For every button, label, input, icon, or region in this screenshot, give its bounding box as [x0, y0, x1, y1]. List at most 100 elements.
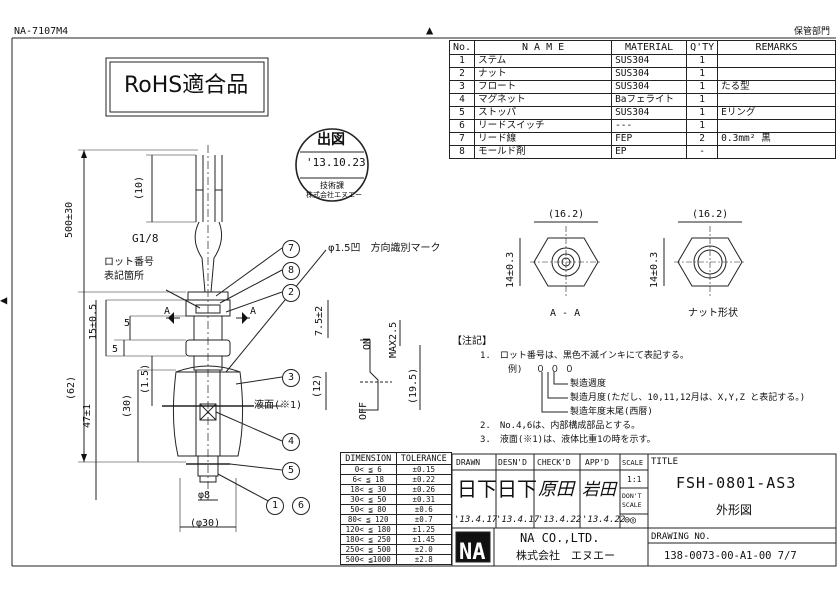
part-no: 2 — [448, 67, 476, 81]
dim-14-a: 14±0.3 — [505, 251, 516, 288]
tolerance-value: ±2.0 — [395, 544, 452, 555]
liquid-level-label: 液面(※1) — [254, 400, 303, 411]
part-qty: - — [686, 145, 719, 159]
tolerance-range: 50< ≦ 80 — [340, 504, 397, 515]
part-qty: 1 — [686, 106, 719, 120]
part-material: Baフェライト — [611, 93, 688, 107]
tb-company-jp: 株式会社 エヌエー — [516, 549, 615, 562]
part-material: EP — [611, 145, 688, 159]
tb-drawing-no-label: DRAWING NO. — [651, 532, 711, 542]
parts-table-header: No. N A M E MATERIAL Q'TY REMARKS — [448, 40, 836, 55]
tb-drawn-date: '13.4.17 — [454, 515, 498, 525]
department-label: 保管部門 — [794, 27, 831, 37]
col-material: MATERIAL — [611, 40, 688, 55]
tolerance-range: 180< ≦ 250 — [340, 534, 397, 545]
dim-62: (62) — [66, 375, 77, 400]
part-no: 4 — [448, 93, 476, 107]
tolerance-range: 120< ≦ 180 — [340, 524, 397, 535]
tb-checkd-label: CHECK'D — [537, 458, 571, 467]
thread-g18: G1/8 — [132, 232, 159, 245]
tb-checkd-name: 原田 — [538, 479, 574, 500]
note-3: 3. 液面(※1)は、液体比重1の時を示す。 — [480, 435, 656, 445]
lot-label-1: ロット番号 — [104, 257, 154, 268]
part-qty: 1 — [686, 67, 719, 81]
tolerance-row: 6< ≦ 18±0.22 — [340, 474, 452, 485]
dim-15: 15±0.5 — [88, 303, 99, 340]
tolerance-range: 250< ≦ 500 — [340, 544, 397, 555]
balloon-3: 2 — [282, 284, 300, 302]
balloon-2: 8 — [282, 262, 300, 280]
tolerance-value: ±1.45 — [395, 534, 452, 545]
part-qty: 1 — [686, 54, 719, 68]
lot-label-2: 表記箇所 — [104, 271, 144, 282]
note-1: 1. ロット番号は、黒色不滅インキにて表記する。 — [480, 351, 689, 361]
tolerance-range: 0< ≦ 6 — [340, 464, 397, 475]
part-no: 1 — [448, 54, 476, 68]
section-a-left: A — [164, 306, 171, 317]
balloon-1: 7 — [282, 240, 300, 258]
tolerance-row: 18< ≦ 30±0.26 — [340, 484, 452, 495]
part-material: SUS304 — [611, 106, 688, 120]
dim-14-b: 14±0.3 — [649, 251, 660, 288]
dim-30: (30) — [122, 393, 133, 418]
dim-16-2-b: (16.2) — [692, 209, 729, 220]
part-name: マグネット — [474, 93, 613, 107]
tb-drawing-no: 138-0073-00-A1-00 7/7 — [664, 550, 797, 562]
tb-scale-label: SCALE — [622, 459, 644, 467]
balloon-7: 1 — [266, 497, 284, 515]
tb-desnd-date: '13.4.17 — [496, 515, 540, 525]
stamp-line1: 技術課 — [320, 181, 344, 190]
part-remarks — [717, 93, 836, 107]
part-name: フロート — [474, 80, 613, 94]
switch-off: OFF — [358, 401, 369, 420]
part-name: ストッパ — [474, 106, 613, 120]
tb-part-title: 外形図 — [716, 503, 753, 517]
tolerance-row: 0< ≦ 6±0.15 — [340, 464, 452, 475]
rohs-label: RoHS適合品 — [124, 73, 249, 98]
tolerance-row: 80< ≦ 120±0.7 — [340, 514, 452, 525]
svg-text:NA: NA — [459, 540, 486, 565]
part-no: 5 — [448, 106, 476, 120]
top-center-marker: ▲ — [426, 23, 434, 37]
dim-12: (12) — [312, 373, 323, 398]
part-remarks: たる型 — [717, 80, 836, 94]
dim-1-5: (1.5) — [140, 363, 151, 394]
tb-appd-name: 岩田 — [582, 480, 616, 500]
balloon-6: 5 — [282, 462, 300, 480]
tb-scale-value: 1:1 — [627, 475, 642, 484]
tolerance-value: ±1.25 — [395, 524, 452, 535]
tb-drawn-label: DRAWN — [456, 458, 481, 467]
tb-appd-label: APP'D — [585, 458, 610, 467]
left-center-marker: ◀ — [0, 293, 8, 307]
tolerance-range: 500< ≦1000 — [340, 554, 397, 565]
part-remarks — [717, 67, 836, 81]
tb-desnd-label: DESN'D — [498, 458, 527, 467]
tolerance-row: 250< ≦ 500±2.0 — [340, 544, 452, 555]
tolerance-range: 18< ≦ 30 — [340, 484, 397, 495]
part-remarks: Eリング — [717, 106, 836, 120]
tb-dont-scale: DON'T SCALE — [622, 492, 642, 509]
part-remarks — [717, 54, 836, 68]
tolerance-value: ±0.26 — [395, 484, 452, 495]
doc-id: NA-7107M4 — [14, 26, 69, 37]
tolerance-value: ±0.7 — [395, 514, 452, 525]
dim-500: 500±30 — [64, 201, 75, 238]
note-example-3: 製造年度末尾(西暦) — [570, 407, 653, 417]
part-material: --- — [611, 119, 688, 133]
tolerance-value: ±0.22 — [395, 474, 452, 485]
part-no: 7 — [448, 132, 476, 146]
tb-title-label: TITLE — [651, 457, 679, 467]
dent-mark-label: φ1.5凹 方向識別マーク — [328, 243, 441, 254]
dim-19-5: (19.5) — [408, 367, 419, 404]
dim-phi30: (φ30) — [190, 518, 221, 529]
part-remarks — [717, 145, 836, 159]
tolerance-row: 500< ≦1000±2.8 — [340, 554, 452, 565]
tb-desnd-name: 日下 — [497, 477, 537, 501]
tb-checkd-date: '13.4.22 — [538, 515, 582, 525]
